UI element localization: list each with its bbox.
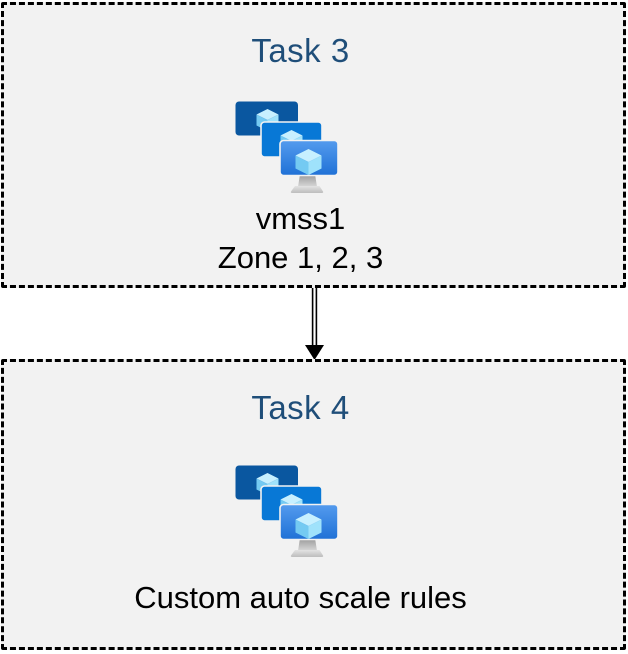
vm-scale-sets-icon xyxy=(235,465,339,557)
task3-title: Task 3 xyxy=(251,32,350,69)
task4-content: Task 4 Custom auto scale rules xyxy=(0,388,610,617)
task3-content: Task 3 vmss1 Zone 1, 2, 3 xyxy=(0,31,610,277)
autoscale-rules-label: Custom auto scale rules xyxy=(134,580,467,615)
task3-box: Task 3 vmss1 Zone 1, 2, 3 xyxy=(1,2,626,288)
task3-icon-wrap xyxy=(0,101,610,193)
task4-title: Task 4 xyxy=(251,389,350,426)
vmss-name-label: vmss1 xyxy=(255,201,346,236)
zone-label: Zone 1, 2, 3 xyxy=(217,240,384,275)
vm-scale-sets-icon xyxy=(235,101,339,193)
arrowhead-icon xyxy=(305,345,324,360)
task4-icon-wrap xyxy=(0,465,610,557)
task3-labels: vmss1 Zone 1, 2, 3 xyxy=(0,199,610,277)
down-arrow-connector xyxy=(305,288,324,360)
task4-labels: Custom auto scale rules xyxy=(0,578,610,617)
task4-box: Task 4 Custom auto scale rules xyxy=(1,359,626,650)
